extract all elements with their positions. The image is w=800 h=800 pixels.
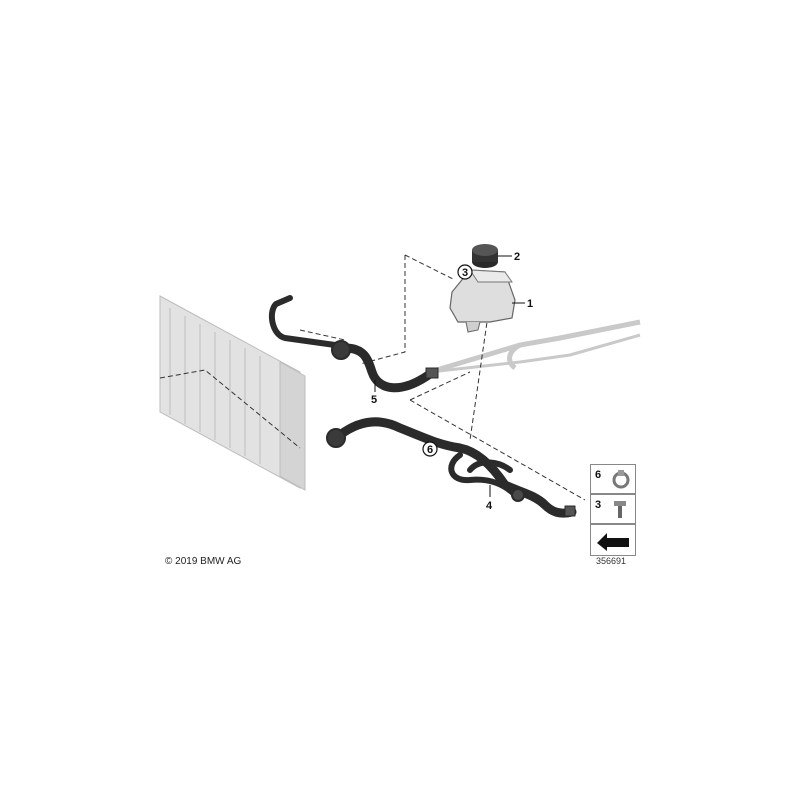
radiator — [159, 295, 306, 491]
leader-lines — [159, 254, 586, 501]
ghost-pipes — [429, 319, 641, 375]
callout-2: 2 — [514, 251, 520, 263]
hose-5 — [268, 295, 439, 393]
legend-row-direction — [590, 524, 636, 556]
tank-cap — [472, 244, 498, 268]
callout-1: 1 — [527, 298, 533, 310]
legend-label-screw: 3 — [595, 499, 602, 511]
legend-row-screw: 3 — [590, 494, 636, 524]
legend-row-clamp: 6 — [590, 464, 636, 494]
screw-icon — [614, 501, 626, 518]
legend-label-clamp: 6 — [595, 469, 602, 481]
expansion-tank — [449, 269, 516, 333]
callout-4: 4 — [486, 500, 493, 512]
small-parts-legend: 6 3 — [590, 464, 636, 556]
callout-3-circle — [457, 264, 473, 280]
callout-5: 5 — [371, 394, 377, 406]
copyright: © 2019 BMW AG — [165, 556, 242, 567]
hose-4 — [448, 452, 525, 502]
callout-6-circle — [422, 441, 438, 457]
callout-6: 6 — [427, 444, 433, 456]
direction-arrow-icon — [597, 533, 629, 551]
figure-number: 356691 — [596, 556, 627, 566]
hose-clamp-icon — [612, 470, 630, 489]
callout-3: 3 — [462, 267, 468, 279]
